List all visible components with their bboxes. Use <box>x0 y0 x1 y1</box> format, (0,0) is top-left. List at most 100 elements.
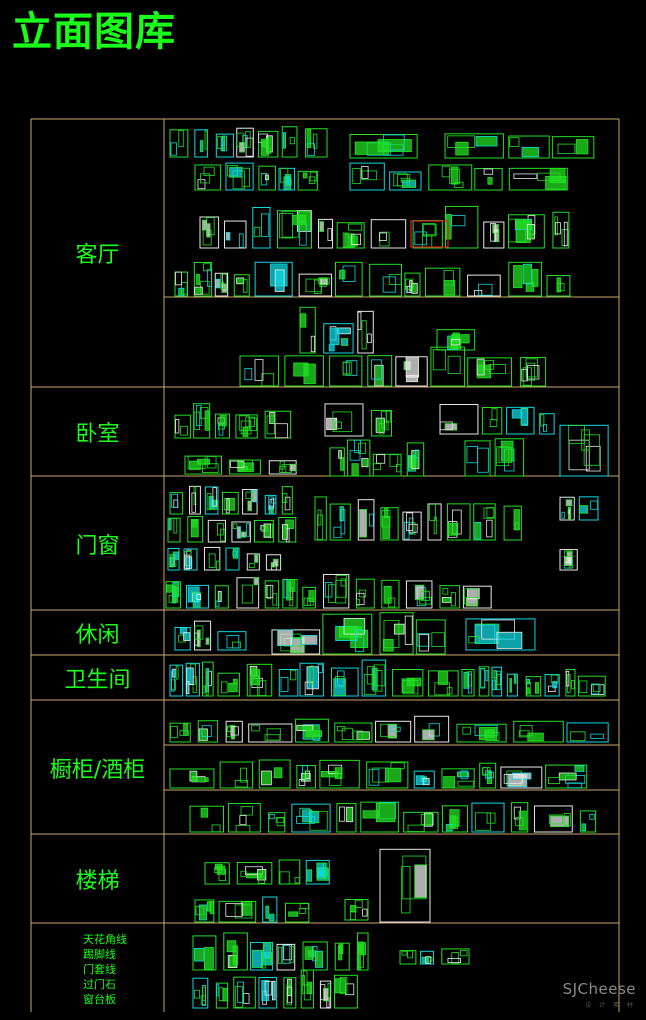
elevation-thumbnail[interactable] <box>414 715 450 743</box>
elevation-thumbnail[interactable] <box>367 355 393 387</box>
elevation-thumbnail[interactable] <box>395 356 428 387</box>
elevation-thumbnail[interactable] <box>197 720 219 743</box>
elevation-thumbnail[interactable] <box>167 517 181 543</box>
elevation-thumbnail[interactable] <box>217 672 240 697</box>
elevation-thumbnail[interactable] <box>356 932 369 971</box>
category-label-cabinets[interactable]: 橱柜/酒柜 <box>49 757 146 783</box>
elevation-thumbnail[interactable] <box>236 862 273 885</box>
elevation-thumbnail[interactable] <box>323 573 350 609</box>
elevation-thumbnail[interactable] <box>278 669 299 697</box>
elevation-thumbnail[interactable] <box>441 805 469 833</box>
elevation-thumbnail[interactable] <box>361 659 387 697</box>
elevation-thumbnail[interactable] <box>511 802 529 833</box>
elevation-thumbnail[interactable] <box>415 619 446 655</box>
elevation-thumbnail[interactable] <box>215 133 234 158</box>
elevation-thumbnail[interactable] <box>193 403 211 439</box>
elevation-thumbnail[interactable] <box>277 210 312 249</box>
elevation-thumbnail[interactable] <box>360 801 399 833</box>
elevation-thumbnail[interactable] <box>473 503 496 541</box>
elevation-thumbnail[interactable] <box>491 666 503 697</box>
elevation-thumbnail[interactable] <box>319 759 360 789</box>
elevation-thumbnail[interactable] <box>291 803 331 833</box>
elevation-thumbnail[interactable] <box>334 974 358 1009</box>
elevation-thumbnail[interactable] <box>381 579 400 609</box>
elevation-thumbnail[interactable] <box>369 263 402 297</box>
elevation-thumbnail[interactable] <box>439 585 461 609</box>
elevation-thumbnail[interactable] <box>322 613 373 655</box>
elevation-thumbnail[interactable] <box>254 261 293 297</box>
elevation-thumbnail[interactable] <box>508 135 550 159</box>
elevation-thumbnail[interactable] <box>379 612 414 655</box>
elevation-thumbnail[interactable] <box>221 491 239 515</box>
elevation-thumbnail[interactable] <box>471 802 505 833</box>
elevation-thumbnail[interactable] <box>413 770 435 789</box>
elevation-thumbnail[interactable] <box>284 355 324 387</box>
elevation-thumbnail[interactable] <box>185 662 200 697</box>
elevation-thumbnail[interactable] <box>299 306 316 354</box>
elevation-thumbnail[interactable] <box>329 355 363 387</box>
elevation-thumbnail[interactable] <box>169 722 191 743</box>
elevation-thumbnail[interactable] <box>579 810 597 833</box>
elevation-thumbnail[interactable] <box>444 133 504 159</box>
elevation-thumbnail[interactable] <box>235 414 258 439</box>
elevation-thumbnail[interactable] <box>428 670 459 697</box>
elevation-thumbnail[interactable] <box>347 439 371 477</box>
elevation-thumbnail[interactable] <box>478 666 490 697</box>
elevation-thumbnail[interactable] <box>551 136 595 159</box>
elevation-thumbnail[interactable] <box>299 662 324 697</box>
elevation-thumbnail[interactable] <box>236 577 260 609</box>
elevation-thumbnail[interactable] <box>202 661 214 697</box>
elevation-thumbnail[interactable] <box>424 267 461 297</box>
elevation-thumbnail[interactable] <box>323 323 354 354</box>
elevation-thumbnail[interactable] <box>330 667 359 697</box>
elevation-thumbnail[interactable] <box>565 669 576 697</box>
elevation-thumbnail[interactable] <box>258 759 291 789</box>
elevation-thumbnail[interactable] <box>436 329 476 351</box>
elevation-thumbnail[interactable] <box>474 167 503 191</box>
elevation-thumbnail[interactable] <box>402 511 422 541</box>
elevation-thumbnail[interactable] <box>336 803 357 833</box>
elevation-thumbnail[interactable] <box>500 766 543 789</box>
elevation-thumbnail[interactable] <box>399 950 417 965</box>
elevation-thumbnail[interactable] <box>462 585 492 609</box>
elevation-thumbnail[interactable] <box>546 275 571 297</box>
elevation-thumbnail[interactable] <box>174 414 191 439</box>
elevation-thumbnail[interactable] <box>302 586 316 609</box>
elevation-thumbnail[interactable] <box>296 765 316 789</box>
elevation-thumbnail[interactable] <box>334 942 350 971</box>
elevation-thumbnail[interactable] <box>539 413 555 435</box>
elevation-thumbnail[interactable] <box>508 214 545 249</box>
elevation-thumbnail[interactable] <box>246 553 260 571</box>
elevation-thumbnail[interactable] <box>559 424 609 477</box>
elevation-thumbnail[interactable] <box>467 274 501 297</box>
elevation-thumbnail[interactable] <box>184 455 222 475</box>
elevation-thumbnail[interactable] <box>349 162 385 191</box>
elevation-thumbnail[interactable] <box>544 674 560 697</box>
elevation-thumbnail[interactable] <box>165 581 182 609</box>
elevation-thumbnail[interactable] <box>183 548 198 571</box>
elevation-thumbnail[interactable] <box>278 859 301 885</box>
elevation-thumbnail[interactable] <box>223 932 248 971</box>
elevation-thumbnail[interactable] <box>203 546 221 571</box>
elevation-thumbnail[interactable] <box>506 673 518 697</box>
category-label-doors-windows[interactable]: 门窗 <box>75 533 120 559</box>
elevation-thumbnail[interactable] <box>392 668 424 697</box>
elevation-thumbnail[interactable] <box>305 128 328 158</box>
elevation-thumbnail[interactable] <box>253 520 275 543</box>
elevation-thumbnail[interactable] <box>344 898 369 921</box>
elevation-thumbnail[interactable] <box>217 631 247 651</box>
elevation-thumbnail[interactable] <box>233 274 250 297</box>
elevation-thumbnail[interactable] <box>430 346 466 387</box>
elevation-thumbnail[interactable] <box>355 578 375 609</box>
elevation-thumbnail[interactable] <box>336 222 365 249</box>
elevation-thumbnail[interactable] <box>441 948 470 965</box>
elevation-thumbnail[interactable] <box>464 440 491 477</box>
elevation-thumbnail[interactable] <box>295 718 329 743</box>
elevation-thumbnail[interactable] <box>194 164 222 191</box>
elevation-thumbnail[interactable] <box>257 130 279 158</box>
elevation-thumbnail[interactable] <box>264 580 280 609</box>
elevation-thumbnail[interactable] <box>317 218 334 249</box>
elevation-thumbnail[interactable] <box>214 413 230 439</box>
elevation-thumbnail[interactable] <box>248 723 293 743</box>
elevation-thumbnail[interactable] <box>366 761 409 789</box>
